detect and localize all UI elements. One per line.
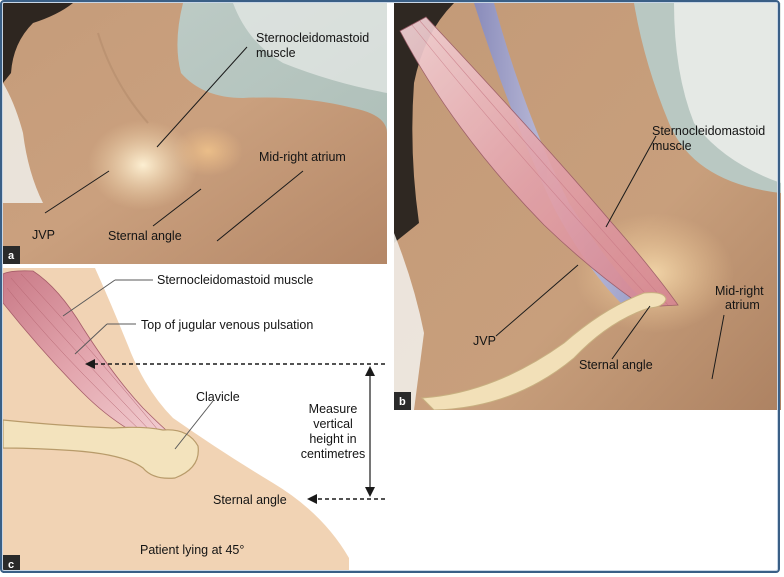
panel-c-diagram: Sternocleidomastoid muscle Top of jugula… [3, 268, 389, 573]
muscle-fibre [419, 20, 669, 306]
scm-leader-line-diagonal [62, 279, 116, 317]
panel-a-photo: Sternocleidomastoid muscle Mid-right atr… [3, 3, 387, 264]
panel-b-badge [394, 392, 411, 410]
label-clavicle: Clavicle [196, 390, 240, 404]
hair [394, 3, 454, 243]
sternocleidomastoid-muscle [3, 270, 175, 437]
sternal-angle-leader-line [611, 305, 651, 360]
hair [3, 3, 73, 83]
label-atrium: Mid-right atrium [259, 150, 346, 164]
muscle-fibre [6, 287, 144, 434]
measure-arrowhead-bottom [365, 487, 375, 497]
label-sternal-angle: Sternal angle [579, 358, 653, 372]
label-atrium-line2: atrium [725, 298, 760, 312]
panel-c-badge [3, 555, 20, 573]
label-scm: Sternocleidomastoid muscle [157, 273, 313, 287]
label-scm-line2: muscle [652, 139, 692, 153]
scm-leader-line [605, 135, 657, 228]
jvp-leader-line [495, 264, 579, 337]
suprasternal-glow [173, 126, 243, 176]
label-scm-line2: muscle [256, 46, 296, 60]
panel-b-illustration: Sternocleidomastoid muscle JVP Sternal a… [394, 3, 781, 410]
clavicle [3, 419, 199, 479]
pillow [233, 3, 387, 93]
panel-b-photo-overlay: Sternocleidomastoid muscle JVP Sternal a… [394, 3, 781, 410]
clavicle [420, 292, 667, 410]
atrium-leader-line [711, 314, 725, 380]
scm-leader-line [156, 46, 248, 148]
sternal-angle-leader-line [152, 188, 202, 227]
label-measure-line4: centimetres [301, 447, 366, 461]
muscle-shadow [97, 32, 149, 124]
label-scm-line1: Sternocleidomastoid [652, 124, 765, 138]
muscle-fibre [20, 273, 164, 437]
measure-arrowhead-top [365, 366, 375, 376]
label-jvp: JVP [32, 228, 55, 242]
label-measure-line1: Measure [309, 402, 358, 416]
sternal-level-arrowhead [307, 494, 317, 504]
pillow-left [3, 83, 43, 203]
label-jvp: JVP [473, 334, 496, 348]
pillow-left [394, 233, 424, 410]
label-sternal-angle: Sternal angle [213, 493, 287, 507]
panel-a-badge-letter: a [8, 250, 15, 262]
lighting-highlight [88, 120, 198, 210]
pillow [674, 3, 781, 183]
jvp-leader-line [44, 170, 110, 214]
label-sternal-angle: Sternal angle [108, 229, 182, 243]
label-scm-line1: Sternocleidomastoid [256, 31, 369, 45]
jugular-vein [474, 3, 644, 306]
panel-a-badge [3, 246, 20, 264]
panel-c-badge-letter: c [8, 559, 14, 571]
label-measure-line2: vertical [313, 417, 353, 431]
atrium-leader-line [216, 170, 304, 242]
muscle-fibre [10, 277, 154, 435]
jvp-leader-line-diagonal [74, 323, 108, 355]
panel-a-illustration: Sternocleidomastoid muscle Mid-right atr… [3, 3, 387, 264]
muscle-fibre [411, 24, 657, 306]
jvp-level-arrowhead [85, 359, 95, 369]
caption-patient-position: Patient lying at 45° [140, 543, 244, 557]
clavicle-leader-line [174, 400, 214, 450]
sternocleidomastoid-muscle [399, 16, 679, 308]
label-jvp-top: Top of jugular venous pulsation [141, 318, 313, 332]
panel-b-badge-letter: b [399, 396, 406, 408]
label-measure-line3: height in [309, 432, 356, 446]
panel-c-illustration: Sternocleidomastoid muscle Top of jugula… [3, 268, 385, 573]
label-atrium-line1: Mid-right [715, 284, 764, 298]
